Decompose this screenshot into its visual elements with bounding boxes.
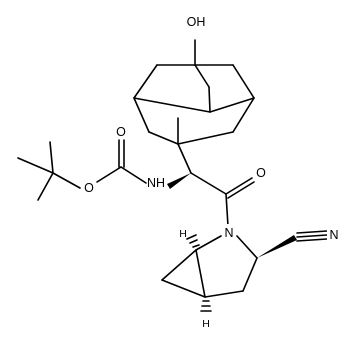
stereo-h-bottom-label: H bbox=[202, 318, 210, 330]
boc-group bbox=[17, 139, 147, 201]
alpha-carbon-bonds bbox=[167, 172, 227, 195]
amide-carbonyl-oxygen-label: O bbox=[256, 166, 266, 180]
ring-nitrogen-label: N bbox=[224, 226, 233, 240]
wedge-bond-alpha-nh bbox=[167, 173, 191, 189]
hashed-bond-bottom-h bbox=[200, 300, 212, 312]
amide-carbonyl bbox=[225, 177, 255, 227]
carbamate-ester-oxygen-label: O bbox=[84, 181, 94, 195]
nitrile-triple-bond bbox=[296, 230, 328, 242]
azabicyclohexane-ring bbox=[161, 235, 258, 298]
nitrile-nitrogen-label: N bbox=[329, 228, 338, 242]
wedge-bond-cyano bbox=[257, 235, 297, 258]
hydroxyl-label: OH bbox=[187, 15, 206, 29]
adamantyl-alpha-bond bbox=[177, 143, 192, 174]
stereo-h-top-label: H bbox=[179, 228, 187, 240]
carbamate-nh-label: NH bbox=[147, 176, 165, 190]
carbamate-carbonyl-oxygen-label: O bbox=[116, 125, 126, 139]
hashed-bond-top-h bbox=[186, 234, 200, 248]
adamantane-cage bbox=[133, 64, 255, 145]
